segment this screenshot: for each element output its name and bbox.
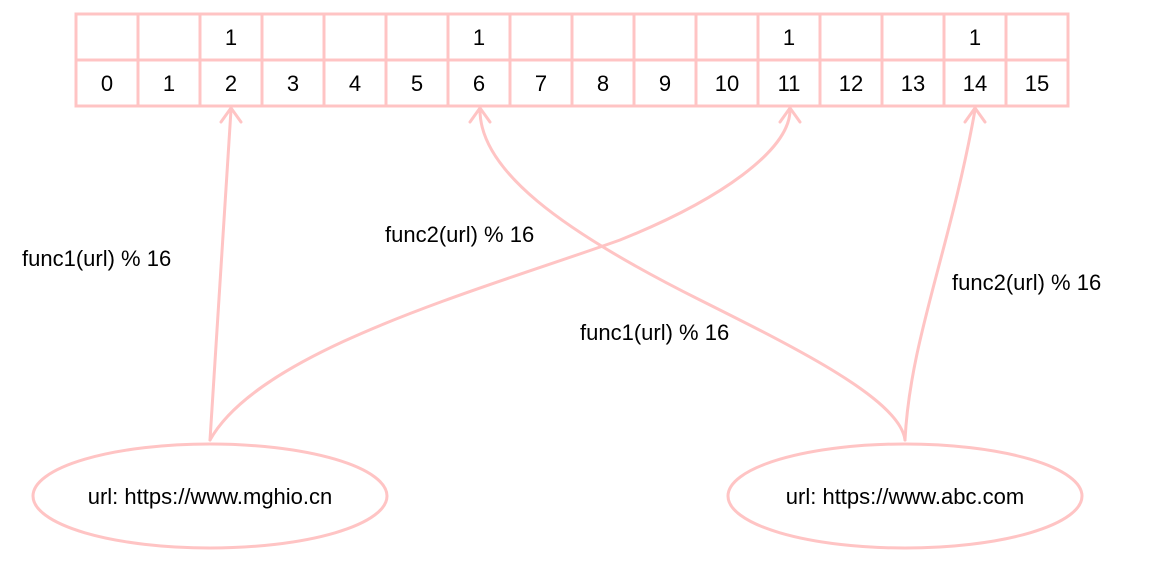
bit-index: 6 bbox=[473, 71, 485, 96]
index-cell bbox=[508, 58, 574, 108]
url-node-mghio-shape bbox=[31, 442, 389, 550]
bit-cell bbox=[570, 12, 636, 62]
arrowhead-icon bbox=[219, 106, 243, 124]
bit-cell bbox=[632, 12, 698, 62]
bit-index: 12 bbox=[839, 71, 863, 96]
bit-cell bbox=[694, 12, 760, 62]
bit-index: 9 bbox=[659, 71, 671, 96]
bit-value: 1 bbox=[473, 25, 485, 50]
bit-value: 1 bbox=[969, 25, 981, 50]
index-cell bbox=[1004, 58, 1070, 108]
bit-cell bbox=[446, 12, 512, 62]
arrow-mghio-func2 bbox=[208, 108, 792, 442]
url-node-abc-shape bbox=[726, 442, 1084, 550]
arrow-abc-func1 bbox=[478, 108, 907, 442]
edge-label-mghio-func1: func1(url) % 16 bbox=[22, 246, 171, 271]
bit-cell bbox=[74, 12, 140, 62]
bit-cell bbox=[880, 12, 946, 62]
index-cell bbox=[632, 58, 698, 108]
bit-cell bbox=[384, 12, 450, 62]
bit-cell bbox=[1004, 12, 1070, 62]
arrow-mghio-func1 bbox=[208, 108, 233, 442]
arrowhead-icon bbox=[778, 106, 802, 124]
url-node-abc-label: url: https://www.abc.com bbox=[786, 484, 1024, 509]
bit-index: 3 bbox=[287, 71, 299, 96]
bit-index: 8 bbox=[597, 71, 609, 96]
index-cell bbox=[818, 58, 884, 108]
index-cell bbox=[136, 58, 202, 108]
bit-value: 1 bbox=[783, 25, 795, 50]
url-node-abc: url: https://www.abc.com bbox=[726, 442, 1084, 550]
bit-index: 10 bbox=[715, 71, 739, 96]
bit-index: 11 bbox=[778, 71, 801, 96]
index-cell bbox=[260, 58, 326, 108]
index-cell bbox=[942, 58, 1008, 108]
bit-index: 13 bbox=[901, 71, 925, 96]
bit-cell bbox=[818, 12, 884, 62]
bit-index: 15 bbox=[1025, 71, 1049, 96]
bit-index: 5 bbox=[411, 71, 423, 96]
arrowhead-icon bbox=[963, 106, 987, 124]
index-cell bbox=[384, 58, 450, 108]
bit-index: 7 bbox=[535, 71, 547, 96]
bit-value: 1 bbox=[225, 25, 237, 50]
bit-cell bbox=[136, 12, 202, 62]
index-cell bbox=[446, 58, 512, 108]
arrows bbox=[208, 106, 987, 442]
index-cell bbox=[74, 58, 140, 108]
edge-label-abc-func1: func1(url) % 16 bbox=[580, 320, 729, 345]
url-node-mghio: url: https://www.mghio.cn bbox=[31, 442, 389, 550]
bit-cell bbox=[260, 12, 326, 62]
bit-index: 4 bbox=[349, 71, 361, 96]
bit-index: 2 bbox=[225, 71, 237, 96]
edge-label-abc-func2: func2(url) % 16 bbox=[952, 270, 1101, 295]
bit-index: 1 bbox=[163, 71, 175, 96]
arrow-abc-func2 bbox=[903, 108, 977, 442]
bit-index: 0 bbox=[101, 71, 113, 96]
bit-cell bbox=[508, 12, 574, 62]
url-node-mghio-label: url: https://www.mghio.cn bbox=[88, 484, 333, 509]
bit-index: 14 bbox=[963, 71, 987, 96]
index-cell bbox=[880, 58, 946, 108]
bit-cell bbox=[322, 12, 388, 62]
edge-label-mghio-func2: func2(url) % 16 bbox=[385, 222, 534, 247]
arrowhead-icon bbox=[468, 106, 492, 124]
